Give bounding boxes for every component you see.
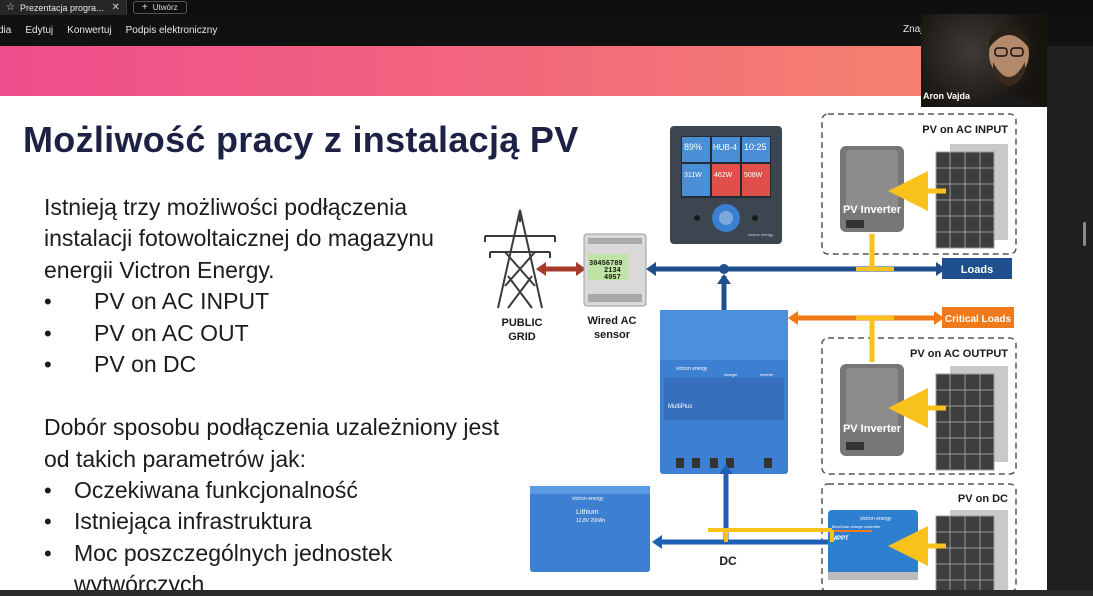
slide-title: Możliwość pracy z instalacją PV	[23, 119, 579, 160]
plus-icon: +	[141, 2, 148, 13]
menu-item-edit[interactable]: Edytuj	[25, 25, 54, 36]
bottom-status-bar	[0, 590, 1093, 596]
pv-connection-diagram: PV on AC INPUT PV on AC OUTPUT PV on DC …	[484, 113, 1017, 592]
pv-inverter-icon	[840, 146, 904, 232]
lithium-battery-icon	[530, 486, 650, 572]
dc-box	[821, 483, 1017, 592]
battery-name: Lithium	[576, 509, 599, 516]
dc-label: DC	[719, 554, 737, 568]
multiplus-name: MultiPlus	[668, 404, 692, 410]
gx-tile-soc: 89%	[684, 142, 702, 152]
option-item: PV on DC	[94, 351, 197, 377]
public-grid-label: PUBLIC	[502, 317, 543, 329]
option-item: PV on AC INPUT	[94, 288, 270, 314]
ac-sensor-icon	[583, 233, 647, 307]
critical-loads-badge	[942, 307, 1014, 328]
battery-spec: 12,8V 200Ah	[576, 518, 605, 524]
params-intro-line-1: Dobór sposobu podłączenia uzależniony je…	[44, 414, 500, 440]
sensor-label: sensor	[594, 329, 631, 341]
right-sidebar-strip	[1047, 46, 1093, 592]
pv-inverter-label: PV Inverter	[843, 423, 902, 435]
star-icon[interactable]: ☆	[6, 2, 15, 13]
bullet-icon: •	[44, 478, 52, 503]
menu-item-sign[interactable]: Podpis elektroniczny	[125, 25, 218, 36]
mppt-brand: victron energy	[860, 516, 892, 522]
browser-tab[interactable]: ☆ Prezentacja progra... ✕	[0, 0, 127, 15]
bullet-icon: •	[44, 541, 52, 566]
gx-tile-clock: 10:25	[744, 142, 767, 152]
solar-panel-icon	[935, 144, 1008, 249]
presentation-slide: Możliwość pracy z instalacją PV Istnieją…	[0, 46, 1047, 592]
menu-item-convert[interactable]: Konwertuj	[67, 25, 112, 36]
ac-output-title: PV on AC OUTPUT	[910, 348, 1008, 360]
intro-line-3: energii Victron Energy.	[44, 257, 275, 283]
tab-title: Prezentacja progra...	[19, 2, 104, 13]
gx-tile-mode: HUB-4	[713, 143, 738, 152]
menu-item-find[interactable]: Znaj	[903, 24, 923, 35]
participant-video-icon	[981, 28, 1041, 107]
gx-tile-value: 311W	[684, 172, 702, 179]
param-item: Moc poszczególnych jednostek	[74, 540, 393, 566]
webcam-video: Aron Vajda	[921, 14, 1047, 107]
scrollbar-handle[interactable]	[1083, 222, 1086, 246]
loads-label: Loads	[961, 264, 993, 276]
bullet-icon: •	[44, 352, 52, 377]
gx-display-icon	[670, 126, 782, 244]
ac-output-box	[821, 337, 1017, 475]
pv-inverter-icon	[840, 364, 904, 456]
ac-input-title: PV on AC INPUT	[922, 124, 1008, 136]
menu-item-view[interactable]: dia	[0, 25, 12, 36]
battery-brand: victron energy	[572, 496, 604, 502]
new-tab-label: Utwórz	[152, 3, 178, 12]
param-item: Istniejąca infrastruktura	[74, 508, 312, 534]
pv-inverter-label: PV Inverter	[843, 204, 902, 216]
mppt-sub: BlueSolar charge controller	[832, 524, 881, 529]
param-item: Oczekiwana funkcjonalność	[74, 477, 358, 503]
bullet-icon: •	[44, 289, 52, 314]
power-pylon-icon	[484, 209, 556, 309]
multiplus-inverter-icon	[660, 310, 788, 474]
gx-tile-value: 508W	[744, 172, 763, 179]
browser-tab-bar: ☆ Prezentacja progra... ✕ + Utwórz	[0, 0, 1093, 15]
multiplus-inverter: inverter	[760, 372, 774, 377]
params-intro-line-2: od takich parametrów jak:	[44, 446, 307, 472]
slide-header-banner	[0, 46, 1047, 96]
critical-loads-label: Critical Loads	[945, 314, 1012, 325]
mppt-label: MPPT	[832, 536, 849, 542]
close-tab-icon[interactable]: ✕	[111, 2, 120, 13]
bullet-icon: •	[44, 321, 52, 346]
option-item: PV on AC OUT	[94, 320, 249, 346]
gx-tile-value: 462W	[714, 172, 733, 179]
meter-reading: 30456789	[589, 260, 623, 268]
multiplus-brand: victron energy	[676, 366, 708, 372]
intro-line-1: Istnieją trzy możliwości podłączenia	[44, 194, 408, 220]
dc-title: PV on DC	[958, 493, 1008, 505]
bullet-icon: •	[44, 509, 52, 534]
intro-line-2: instalacji fotowoltaicznej do magazynu	[44, 225, 434, 251]
multiplus-charger: charger	[724, 372, 738, 377]
sensor-label: Wired AC	[588, 315, 637, 327]
participant-name: Aron Vajda	[923, 91, 971, 101]
new-tab-button[interactable]: + Utwórz	[132, 1, 187, 14]
ac-input-box	[821, 113, 1017, 255]
meter-reading: 2134	[604, 267, 621, 275]
solar-panel-icon	[935, 510, 1008, 592]
app-menu-bar: dia Edytuj Konwertuj Podpis elektroniczn…	[0, 15, 1093, 46]
gx-brand: victron energy	[748, 232, 773, 237]
param-item-continued: wytwórczych	[74, 571, 205, 592]
public-grid-label: GRID	[508, 331, 536, 343]
solar-panel-icon	[935, 366, 1008, 471]
meter-reading: 4057	[604, 274, 621, 282]
loads-badge	[942, 258, 1012, 279]
